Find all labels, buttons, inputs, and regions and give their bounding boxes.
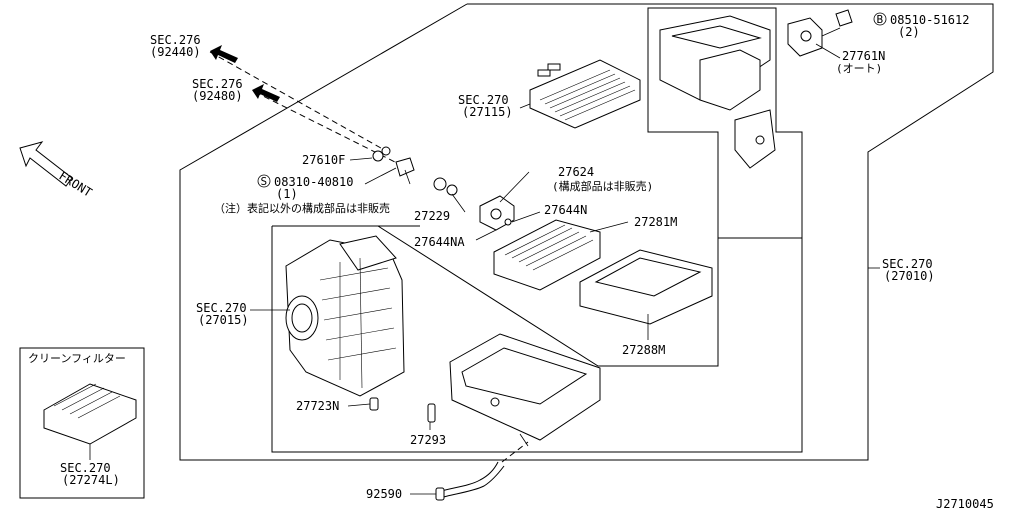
duct-bracket-assembly — [659, 15, 776, 169]
screw-08310 — [395, 157, 415, 185]
inset-label-2: (27274L) — [62, 473, 120, 487]
label-08310-1: 08310-40810 — [274, 175, 353, 189]
diagram-id: J2710045 — [936, 497, 994, 511]
outer-frame — [179, 3, 994, 461]
note-label: （注）表記以外の構成部品は非販売 — [214, 201, 390, 215]
label-sec276-b-2: (92480) — [192, 89, 243, 103]
grommet-27229 — [433, 177, 458, 196]
expansion-valve-27624 — [479, 195, 515, 231]
label-27644NA: 27644NA — [414, 235, 465, 249]
leader-27115 — [519, 103, 531, 109]
leader-27723N — [347, 403, 371, 407]
dash-line-92440 — [209, 51, 389, 153]
label-08310-2: (1) — [276, 187, 298, 201]
screw-08510 — [835, 9, 853, 27]
front-arrow-icon — [19, 141, 73, 187]
front-label: FRONT — [56, 169, 94, 200]
clean-filter — [43, 383, 137, 445]
label-27288M: 27288M — [622, 343, 665, 357]
seal-27288M — [579, 249, 713, 325]
inset-label-1: SEC.270 — [60, 461, 111, 475]
leader-27229 — [451, 193, 466, 213]
leader-27281M — [589, 221, 629, 233]
evaporator-27281M — [493, 219, 601, 291]
dash-line-92480 — [254, 91, 396, 163]
drain-hose-92590 — [435, 441, 529, 501]
label-27761N-1: 27761N — [842, 49, 885, 63]
label-92590: 92590 — [366, 487, 402, 501]
leader-27644N — [511, 211, 541, 223]
arrow-92480-icon — [252, 84, 280, 102]
label-27610F: 27610F — [302, 153, 345, 167]
inner-frame-top — [647, 7, 803, 238]
leader-08310 — [364, 167, 397, 185]
label-sec270-27010-2: (27010) — [884, 269, 935, 283]
heater-core — [529, 59, 641, 129]
b-symbol-icon — [873, 12, 887, 26]
leader-27644NA — [475, 229, 497, 241]
inset-frame — [19, 347, 145, 499]
label-27293: 27293 — [410, 433, 446, 447]
label-27723N: 27723N — [296, 399, 339, 413]
actuator-27761N — [787, 17, 841, 57]
leader-27761N — [815, 43, 841, 59]
clip-27610F — [372, 146, 391, 162]
arrow-92440-icon — [210, 45, 238, 63]
label-27644N: 27644N — [544, 203, 587, 217]
label-sec270-27115-1: SEC.270 — [458, 93, 509, 107]
clip-27293 — [427, 403, 436, 423]
label-08310-symbol: S — [261, 175, 268, 188]
label-sec270-27115-2: (27115) — [462, 105, 513, 119]
label-sec276-a-2: (92440) — [150, 45, 201, 59]
label-08510-1: 08510-51612 — [890, 13, 969, 27]
label-sec270-27015-2: (27015) — [198, 313, 249, 327]
label-sec276-a-1: SEC.276 — [150, 33, 201, 47]
leader-27624 — [499, 171, 530, 203]
inset-title: クリーンフィルター — [28, 352, 126, 365]
lower-case — [449, 333, 601, 447]
label-sec270-27015-1: SEC.270 — [196, 301, 247, 315]
clip-27723N — [369, 397, 379, 411]
label-08510-2: (2) — [898, 25, 920, 39]
label-sec270-27010-1: SEC.270 — [882, 257, 933, 271]
leader-27610F — [349, 157, 373, 161]
s-symbol-icon — [257, 174, 271, 188]
label-27624-2: (構成部品は非販売) — [552, 179, 653, 193]
label-27229: 27229 — [414, 209, 450, 223]
label-08510-symbol: B — [877, 13, 884, 26]
label-27624-1: 27624 — [558, 165, 594, 179]
label-27761N-2: (オート) — [836, 62, 882, 75]
label-sec276-b-1: SEC.276 — [192, 77, 243, 91]
heater-case-27015 — [285, 235, 405, 397]
label-27281M: 27281M — [634, 215, 677, 229]
